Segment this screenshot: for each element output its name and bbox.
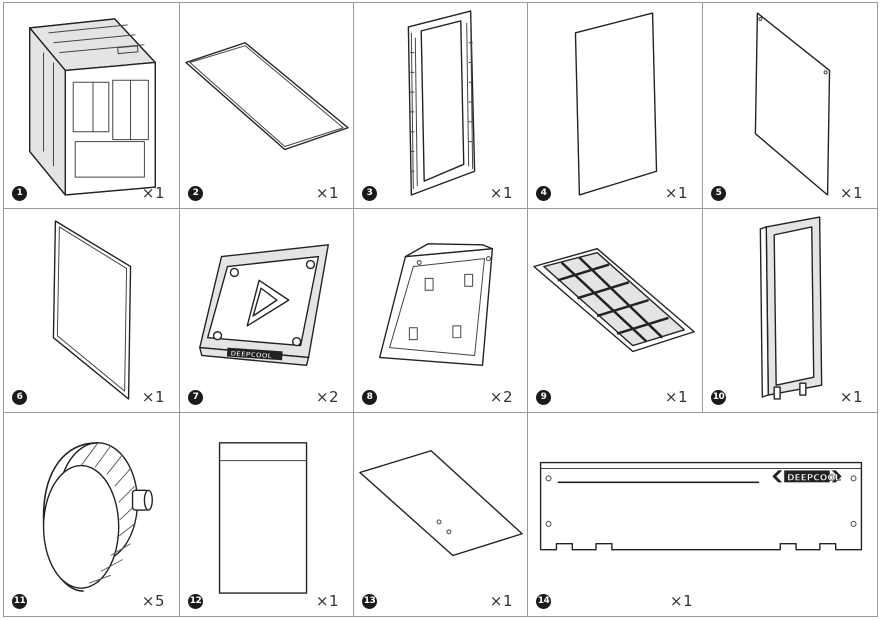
part-number-badge: 8 <box>362 390 377 405</box>
drive-tray-icon: DEEPCOOL <box>199 244 329 367</box>
part-number-badge: 1 <box>12 186 27 201</box>
part-quantity: ×1 <box>839 184 863 202</box>
chassis-icon <box>29 18 156 196</box>
side-panel-icon <box>574 12 658 196</box>
side-panel-icon <box>754 12 831 196</box>
part-cell-5: 5 ×1 <box>702 2 878 209</box>
part-cell-4: 4 ×1 <box>527 2 703 209</box>
part-quantity: ×1 <box>315 592 339 610</box>
thumb-screw-icon <box>42 442 153 592</box>
part-number-badge: 6 <box>12 390 27 405</box>
part-cell-3: 3 ×1 <box>353 2 528 209</box>
part-number-badge: 7 <box>188 390 203 405</box>
part-number-badge: 4 <box>536 186 551 201</box>
part-quantity: ×2 <box>489 388 513 406</box>
part-cell-10: 10 ×1 <box>702 208 878 413</box>
part-cell-7: DEEPCOOL 7 ×2 <box>179 208 354 413</box>
part-number-badge: 3 <box>362 186 377 201</box>
part-number-badge: 14 <box>536 594 551 609</box>
part-quantity: ×1 <box>670 592 694 610</box>
brand-logo: DEEPCOOL <box>787 473 841 483</box>
part-quantity: ×2 <box>315 388 339 406</box>
ssd-bracket-icon <box>379 243 494 367</box>
part-quantity: ×1 <box>141 184 165 202</box>
part-cell-13: 13 ×1 <box>353 412 528 617</box>
part-number-badge: 9 <box>536 390 551 405</box>
part-quantity: ×1 <box>839 388 863 406</box>
psu-shroud-icon: DEEPCOOL <box>539 461 863 551</box>
part-quantity: ×1 <box>664 184 688 202</box>
glass-panel-icon <box>185 42 349 151</box>
part-cell-8: 8 ×2 <box>353 208 528 413</box>
part-quantity: ×1 <box>315 184 339 202</box>
part-quantity: ×5 <box>141 592 165 610</box>
accessory-bag-icon <box>218 442 308 594</box>
part-quantity: ×1 <box>141 388 165 406</box>
part-quantity: ×1 <box>664 388 688 406</box>
brand-logo: DEEPCOOL <box>230 349 272 360</box>
mesh-filter-icon <box>533 248 695 353</box>
bottom-plate-icon <box>359 450 523 557</box>
part-cell-6: 6 ×1 <box>3 208 180 413</box>
part-number-badge: 12 <box>188 594 203 609</box>
dust-filter-frame-icon <box>407 10 476 196</box>
part-cell-2: 2 ×1 <box>179 2 354 209</box>
part-quantity: ×1 <box>489 592 513 610</box>
part-cell-11: 11 ×5 <box>3 412 180 617</box>
part-number-badge: 10 <box>711 390 726 405</box>
vertical-bracket-icon <box>759 216 823 400</box>
part-cell-1: 1 ×1 <box>3 2 180 209</box>
part-number-badge: 2 <box>188 186 203 201</box>
part-cell-14: DEEPCOOL 14 ×1 <box>527 412 878 617</box>
parts-list-grid: 1 ×1 2 ×1 3 ×1 4 ×1 <box>3 2 878 617</box>
side-panel-icon <box>52 220 132 400</box>
part-number-badge: 13 <box>362 594 377 609</box>
part-cell-12: 12 ×1 <box>179 412 354 617</box>
part-number-badge: 5 <box>711 186 726 201</box>
part-number-badge: 11 <box>12 594 27 609</box>
part-cell-9: 9 ×1 <box>527 208 703 413</box>
part-quantity: ×1 <box>489 184 513 202</box>
